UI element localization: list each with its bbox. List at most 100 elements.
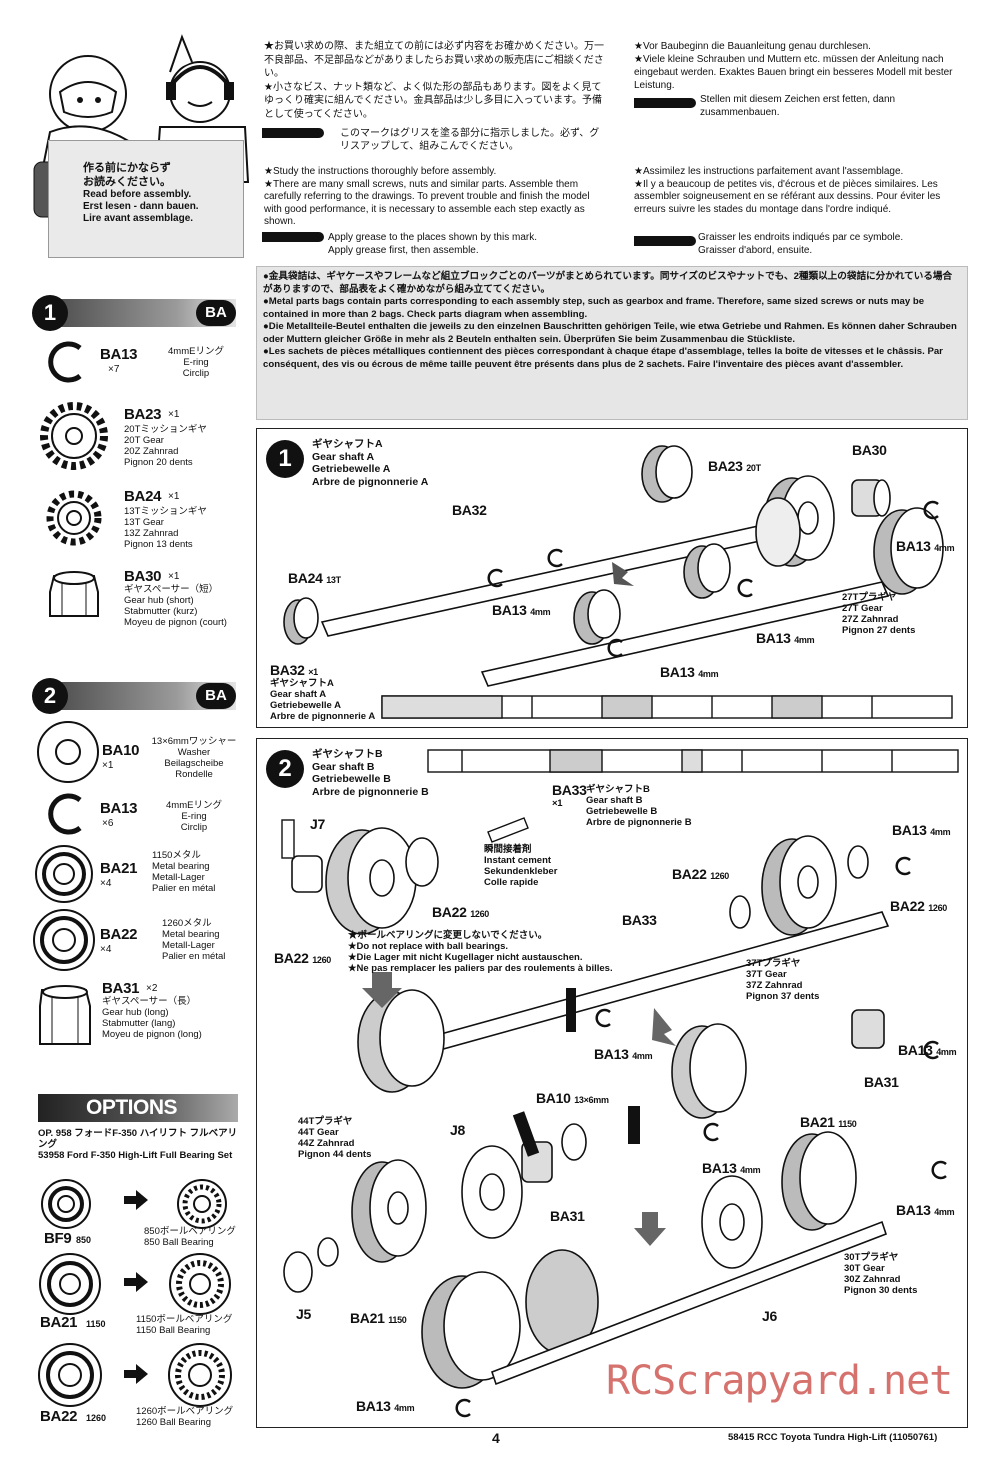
label-gear-27t: 27Tプラギヤ 27T Gear 27Z Zahnrad Pignon 27 d… bbox=[842, 592, 916, 636]
model-footer: 58415 RCC Toyota Tundra High-Lift (11050… bbox=[728, 1432, 938, 1443]
shaft-b-desc: ギヤシャフトB Gear shaft B Getriebewelle B Arb… bbox=[586, 784, 692, 828]
option-swap-ba21: BA21 1150 1150ボールベアリング 1150 Ball Bearing bbox=[36, 1252, 246, 1340]
part-ba30: BA30 ×1 ギヤスペーサー（短） Gear hub (short) Stab… bbox=[40, 562, 250, 634]
part-ba13-step2: BA13 ×6 4mmEリング E-ring Circlip bbox=[40, 790, 240, 840]
label-ba13-a: BA13 4mm bbox=[892, 822, 951, 838]
option-desc: 1260ボールベアリング 1260 Ball Bearing bbox=[136, 1406, 234, 1428]
part-desc: 20Tミッションギヤ 20T Gear 20Z Zahnrad Pignon 2… bbox=[124, 424, 207, 468]
ball-bearing-icon bbox=[177, 1179, 227, 1229]
metal-bushing-icon bbox=[41, 1179, 91, 1229]
intro-en-grease: Apply grease to the places shown by this… bbox=[328, 232, 537, 256]
label-ba22-b: BA22 1260 bbox=[432, 904, 490, 920]
part-code: BA13 bbox=[100, 800, 138, 817]
step1-exploded-diagram bbox=[283, 445, 953, 719]
option-swap-ba22: BA22 1260 1260ボールベアリング 1260 Ball Bearing bbox=[36, 1342, 246, 1432]
part-code: BA13 bbox=[100, 346, 138, 363]
instant-cement-note: 瞬間接着剤 Instant cement Sekundenkleber Coll… bbox=[484, 844, 558, 888]
badge-line-jp1: 作る前にかならず bbox=[83, 162, 171, 174]
notice-text: ●金具袋詰は、ギヤケースやフレームなど組立ブロックごとのパーツがまとめられていま… bbox=[263, 271, 957, 370]
intro-jp-grease: このマークはグリスを塗る部分に指示しました。必ず、グリスアップして、組みこんでく… bbox=[340, 128, 600, 152]
option-desc: 850ボールベアリング 850 Ball Bearing bbox=[144, 1226, 236, 1248]
page-number: 4 bbox=[492, 1430, 500, 1446]
part-desc: 1150メタル Metal bearing Metall-Lager Palie… bbox=[152, 850, 216, 894]
label-ba13-f: BA13 4mm bbox=[356, 1398, 415, 1414]
arrow-right-icon bbox=[124, 1190, 148, 1210]
label-ba23: BA23 20T bbox=[708, 458, 761, 474]
part-qty: ×1 bbox=[102, 760, 114, 771]
label-ba13-c: BA13 4mm bbox=[898, 1042, 957, 1058]
step2-number: 2 bbox=[266, 750, 304, 788]
label-ba32: BA32 bbox=[452, 502, 487, 518]
label-gear-44t: 44Tプラギヤ 44T Gear 44Z Zahnrad Pignon 44 d… bbox=[298, 1116, 372, 1160]
label-ba13-b: BA13 4mm bbox=[594, 1046, 653, 1062]
part-desc: ギヤスペーサー（長） Gear hub (long) Stabmutter (l… bbox=[102, 996, 202, 1040]
step2-title: ギヤシャフトB Gear shaft B Getriebewelle B Arb… bbox=[312, 748, 429, 798]
part-qty: ×7 bbox=[108, 364, 120, 375]
label-j5: J5 bbox=[296, 1306, 311, 1322]
option-size: 1260 bbox=[86, 1413, 107, 1423]
label-ba30: BA30 bbox=[852, 442, 887, 458]
part-qty: ×1 bbox=[168, 491, 180, 502]
option-code: BA21 bbox=[40, 1314, 78, 1331]
intro-fr-grease: Graisser les endroits indiqués par ce sy… bbox=[698, 232, 904, 256]
label-j6: J6 bbox=[762, 1308, 777, 1324]
intro-en: ★Study the instructions thoroughly befor… bbox=[264, 166, 590, 227]
label-ba21-b: BA21 1150 bbox=[350, 1310, 407, 1326]
label-ba24: BA24 13T bbox=[288, 570, 341, 586]
grease-mark-icon bbox=[634, 98, 696, 108]
no-ball-bearing-warning: ★ボールベアリングに変更しないでください。 ★Do not replace wi… bbox=[348, 930, 613, 974]
options-header: OPTIONS bbox=[38, 1094, 238, 1122]
part-desc: 4mmEリング E-ring Circlip bbox=[166, 800, 222, 833]
option-size: 1150 bbox=[86, 1319, 106, 1329]
option-size: 850 bbox=[76, 1235, 92, 1245]
label-ba22-a: BA22 1260 bbox=[672, 866, 730, 882]
grease-mark-icon bbox=[634, 236, 696, 246]
part-code: BA24 bbox=[124, 488, 162, 505]
part-code: BA31 bbox=[102, 980, 140, 997]
step2-exploded-diagram bbox=[281, 749, 959, 1418]
read-before-badge: 作る前にかならず お読みください。 Read before assembly. … bbox=[48, 140, 244, 258]
part-qty: ×1 bbox=[168, 409, 180, 420]
option-code: BF9 bbox=[44, 1230, 72, 1247]
gear-hub-long-icon bbox=[39, 985, 91, 1045]
part-qty: ×4 bbox=[100, 944, 112, 955]
arrow-right-icon bbox=[124, 1364, 148, 1384]
label-ba13-d: BA13 4mm bbox=[702, 1160, 761, 1176]
step2-parts-number: 2 bbox=[32, 678, 68, 714]
label-ba13-e: BA13 4mm bbox=[896, 1202, 955, 1218]
label-ba10: BA10 13×6mm bbox=[536, 1090, 609, 1106]
label-ba13-d: BA13 4mm bbox=[660, 664, 719, 680]
e-ring-icon bbox=[48, 793, 82, 835]
label-j7: J7 bbox=[310, 816, 325, 832]
washer-icon bbox=[37, 721, 99, 783]
part-code: BA22 bbox=[100, 926, 138, 943]
part-code: BA30 bbox=[124, 568, 162, 585]
metal-bearing-icon bbox=[33, 909, 95, 971]
shaft-b-code: BA33 ×1 bbox=[552, 782, 587, 809]
watermark: RCScrapyard.net bbox=[606, 1358, 953, 1404]
step2-bag-tag: BA bbox=[196, 683, 236, 709]
option-swap-bf9: BF9 850 850ボールベアリング 850 Ball Bearing bbox=[36, 1176, 246, 1252]
badge-line-en: Read before assembly. bbox=[83, 189, 192, 200]
gear-20t-icon bbox=[40, 402, 108, 470]
e-ring-icon bbox=[48, 341, 82, 383]
badge-line-jp2: お読みください。 bbox=[83, 176, 171, 188]
badge-line-fr: Lire avant assemblage. bbox=[83, 213, 194, 224]
badge-line-de: Erst lesen - dann bauen. bbox=[83, 201, 199, 212]
part-ba13-step1: BA13 ×7 4mmEリング E-ring Circlip bbox=[40, 338, 240, 386]
step1-title: ギヤシャフトA Gear shaft A Getriebewelle A Arb… bbox=[312, 438, 429, 488]
part-qty: ×1 bbox=[168, 571, 180, 582]
label-ba22-c: BA22 1260 bbox=[890, 898, 948, 914]
part-code: BA10 bbox=[102, 742, 140, 759]
shaft-a-desc: ギヤシャフトA Gear shaft A Getriebewelle A Arb… bbox=[270, 678, 376, 722]
option-desc: 1150ボールベアリング 1150 Ball Bearing bbox=[136, 1314, 233, 1336]
label-ba33: BA33 bbox=[622, 912, 657, 928]
metal-bearing-icon bbox=[35, 845, 93, 903]
label-ba31-b: BA31 bbox=[550, 1208, 585, 1224]
ball-bearing-icon bbox=[169, 1253, 231, 1315]
label-ba21-a: BA21 1150 bbox=[800, 1114, 857, 1130]
grease-mark-icon bbox=[262, 232, 324, 242]
label-j8: J8 bbox=[450, 1122, 465, 1138]
intro-fr: ★Assimilez les instructions parfaitement… bbox=[634, 166, 941, 215]
label-ba22-d: BA22 1260 bbox=[274, 950, 332, 966]
